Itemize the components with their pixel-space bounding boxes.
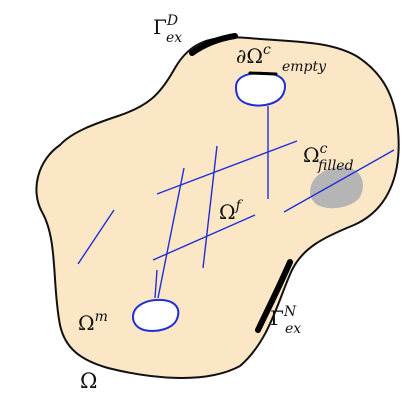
fracture-line	[283, 149, 395, 213]
label-partial-empty: ∂Ωcempty	[236, 42, 327, 75]
label-omega-f: Ωf	[219, 198, 244, 224]
dirichlet-boundary-segment	[189, 33, 238, 56]
domain-omega-region	[35, 36, 400, 379]
label-omega: Ω	[80, 369, 97, 393]
filled-inclusion	[310, 166, 363, 209]
fracture-line	[157, 167, 185, 299]
neumann-boundary-segment	[255, 259, 293, 333]
empty-inclusion-boundary-highlight	[248, 71, 278, 76]
fracture-line	[77, 209, 115, 265]
fracture-line	[202, 145, 218, 269]
empty-inclusion-top	[234, 71, 286, 107]
empty-inclusion-bottom	[131, 298, 180, 332]
fracture-line	[154, 269, 158, 299]
fracture-line	[152, 214, 256, 261]
label-omega-m: Ωm	[78, 309, 108, 335]
